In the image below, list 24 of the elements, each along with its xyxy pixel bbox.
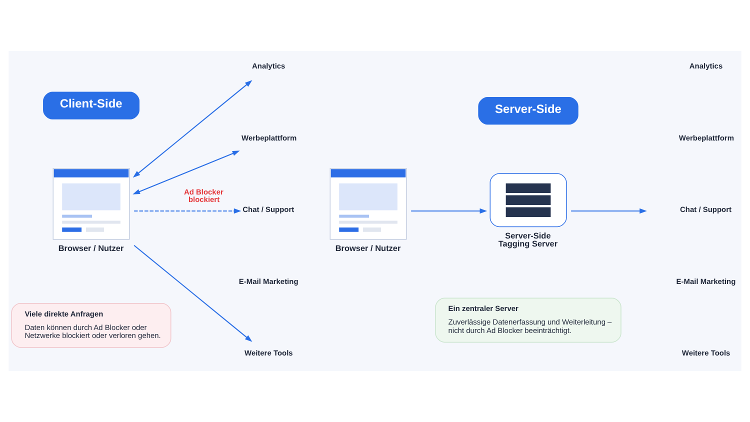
arrow xyxy=(411,208,488,214)
node-label: Browser / Nutzer xyxy=(58,244,124,254)
arrow xyxy=(132,80,252,178)
node-box: Ein zentraler Server Zuverlässige Datenerfassung und Weiterleitung – nicht durch Ad Blocker beeinträchtigt. xyxy=(435,298,622,343)
node-text: Weitere Tools xyxy=(244,348,293,358)
node-label: Browser / Nutzer xyxy=(335,244,401,254)
arrow xyxy=(571,208,647,214)
node-label: Server-Side Tagging Server xyxy=(498,232,558,249)
node-text: Weitere Tools xyxy=(682,348,730,358)
node-text: Werbeplattform xyxy=(678,133,734,142)
arrow xyxy=(134,244,252,342)
node-text: E-Mail Marketing xyxy=(238,276,298,286)
node-box: Server-Side xyxy=(478,96,578,125)
node-text: Chat / Support xyxy=(680,205,732,214)
arrow xyxy=(134,208,242,214)
node-text: Analytics xyxy=(689,62,723,71)
node-box: Client-Side xyxy=(43,92,140,120)
node-text: Werbeplattform xyxy=(242,133,297,142)
node-box: Viele direkte Anfragen Daten können durch Ad Blocker oder Netzwerke blockiert oder verloren gehen. xyxy=(11,302,172,348)
node-text: E-Mail Marketing xyxy=(676,276,736,286)
edge-label: Ad Blocker blockiert xyxy=(184,188,224,204)
node-text: Analytics xyxy=(252,62,286,71)
arrow xyxy=(132,150,240,194)
node-text: Chat / Support xyxy=(242,205,294,214)
